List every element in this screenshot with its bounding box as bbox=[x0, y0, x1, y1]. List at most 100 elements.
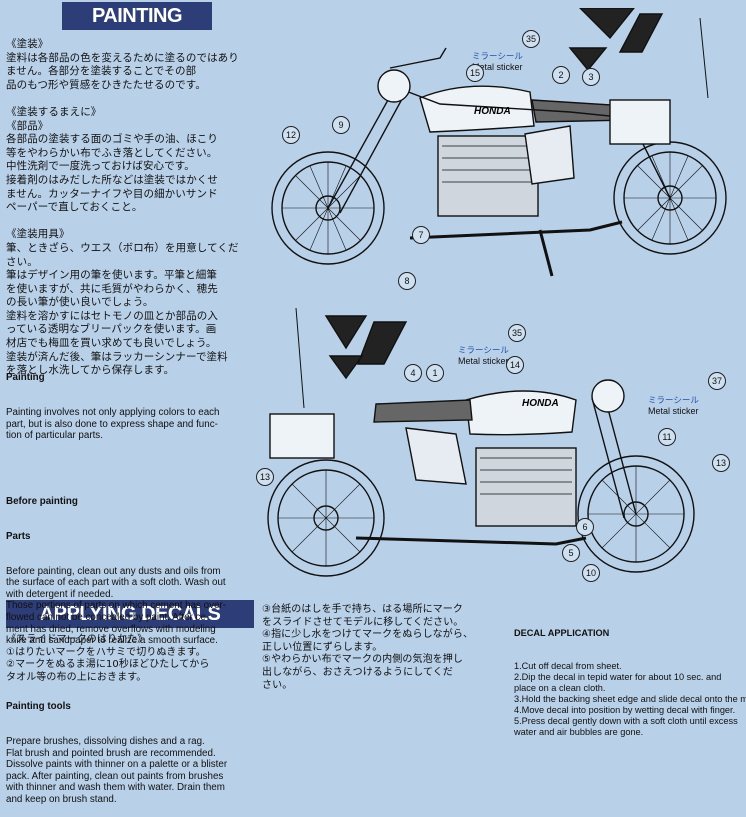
text-line: 塗料を溶かすにはセトモノの皿とか部品の入 bbox=[6, 309, 218, 322]
text-line bbox=[6, 215, 239, 229]
text-line: with thinner and wash them with water. D… bbox=[6, 782, 225, 794]
callout-35-top: 35 bbox=[522, 30, 540, 48]
decal-application-instructions: DECAL APPLICATION 1.Cut off decal from s… bbox=[514, 606, 746, 749]
text-line: part, but is also done to express shape … bbox=[6, 418, 218, 430]
text-line: the surface of each part with a soft clo… bbox=[6, 577, 226, 589]
text-line: Painting involves not only applying colo… bbox=[6, 406, 220, 418]
callout-6-bottom: 6 bbox=[576, 518, 594, 536]
english-painting-text: Painting Painting involves not only appl… bbox=[6, 349, 227, 817]
text-line: Dissolve paints with thinner on a palett… bbox=[6, 759, 228, 771]
motorcycle-right-illustration: HONDA bbox=[271, 7, 727, 277]
text-line: ①はりたいマークをハサミで切りぬきます。 bbox=[6, 646, 206, 658]
text-line: flowed can not be concealed by paint. Af… bbox=[6, 612, 210, 624]
decal-step: 4.Move decal into position by wetting de… bbox=[514, 705, 736, 715]
callout-13-bottom-left: 13 bbox=[256, 468, 274, 486]
applying-decals-section-title: APPLYING DECALS bbox=[6, 600, 254, 628]
decal-step: 3.Hold the backing sheet edge and slide … bbox=[514, 694, 746, 704]
painting-section-title: PAINTING bbox=[62, 2, 212, 30]
callout-11-bottom: 11 bbox=[658, 428, 676, 446]
text-line: Before painting, clean out any dusts and… bbox=[6, 565, 221, 577]
callout-1-bottom: 1 bbox=[426, 364, 444, 382]
text-line: tion of particular parts. bbox=[6, 430, 103, 442]
text-line: ④指に少し水をつけてマークをぬらしながら、 bbox=[262, 629, 474, 641]
decal-application-title: DECAL APPLICATION bbox=[514, 628, 610, 638]
text-line: 《部品》 bbox=[6, 119, 49, 132]
decal-instructions-jp-left: 《スライドマークのはりかた》①はりたいマークをハサミで切りぬきます。②マークをぬ… bbox=[6, 634, 210, 684]
text-line: 中性洗剤で一度洗っておけば安心です。 bbox=[6, 160, 195, 173]
text-line: 塗装が済んだ後、筆はラッカーシンナーで塗料 bbox=[6, 350, 228, 363]
callout-5-bottom: 5 bbox=[562, 544, 580, 562]
honda-logo: HONDA bbox=[474, 106, 511, 117]
text-line: を使いますが、共に毛質がやわらかく、穂先 bbox=[6, 282, 218, 295]
callout-37-bottom: 37 bbox=[708, 372, 726, 390]
text-line: 筆、ときざら、ウエス（ボロ布）を用意してくだ bbox=[6, 241, 239, 254]
text-line: ません。カッターナイフや目の細かいサンド bbox=[6, 187, 218, 200]
text-line: with detergent if needed. bbox=[6, 588, 114, 600]
text-line: さい。 bbox=[6, 255, 38, 268]
painting-tools-paragraph: Prepare brushes, dissolving dishes and a… bbox=[6, 736, 227, 806]
text-line: knife and sandpaper to realize a smooth … bbox=[6, 635, 218, 647]
callout-12-top: 12 bbox=[282, 126, 300, 144]
text-line: and keep on brush stand. bbox=[6, 793, 117, 805]
text-line: タオル等の布の上におきます。 bbox=[6, 671, 147, 683]
before-painting-heading: Before painting bbox=[6, 496, 78, 508]
text-line: 筆はデザイン用の筆を使います。平筆と細筆 bbox=[6, 269, 217, 282]
motorcycle-left-illustration: HONDA bbox=[267, 307, 695, 577]
decal-application-steps: 1.Cut off decal from sheet.2.Dip the dec… bbox=[514, 661, 746, 738]
callout-10-bottom: 10 bbox=[582, 564, 600, 582]
decal-step: 1.Cut off decal from sheet. bbox=[514, 661, 622, 671]
decal-instructions-jp-right: ③台紙のはしを手で持ち、はる場所にマークをスライドさせてモデルに移してください。… bbox=[262, 604, 473, 692]
callout-14-bottom: 14 bbox=[506, 356, 524, 374]
painting-tools-heading: Painting tools bbox=[6, 701, 71, 713]
text-line: 《塗装するまえに》 bbox=[6, 105, 102, 118]
callout-7-top: 7 bbox=[412, 226, 430, 244]
text-line: っている透明なブリーパックを使います。画 bbox=[6, 323, 217, 336]
decal-step: 5.Press decal gently down with a soft cl… bbox=[514, 716, 738, 726]
text-line bbox=[6, 92, 239, 106]
callout-15-top: 15 bbox=[466, 64, 484, 82]
callout-35-bottom: 35 bbox=[508, 324, 526, 342]
text-line: pack. After painting, clean out paints f… bbox=[6, 770, 224, 782]
text-line: ②マークをぬるま湯に10秒ほどひたしてから bbox=[6, 659, 210, 671]
text-line: 正しい位置にずらします。 bbox=[262, 641, 383, 653]
text-line: 等をやわらかい布でふき落としてください。 bbox=[6, 146, 218, 159]
decal-step: place on a clean cloth. bbox=[514, 683, 606, 693]
text-line: の長い筆が使い良いでしょう。 bbox=[6, 296, 154, 309]
text-line: 《スライドマークのはりかた》 bbox=[6, 634, 148, 645]
painting-heading: Painting bbox=[6, 372, 45, 384]
painting-paragraph: Painting involves not only applying colo… bbox=[6, 407, 227, 442]
text-line: 出しながら、おさえつけるようにしてくだ bbox=[262, 666, 453, 678]
text-line: 品のもつ形や質感をひきたたせるのです。 bbox=[6, 78, 206, 91]
callout-2-top: 2 bbox=[552, 66, 570, 84]
japanese-painting-text: 《塗装》塗料は各部品の色を変えるために塗るのではありません。各部分を塗装すること… bbox=[6, 38, 239, 378]
text-line: ment has dried, remove overflows with mo… bbox=[6, 623, 216, 635]
callout-8-top: 8 bbox=[398, 272, 416, 290]
callout-3-top: 3 bbox=[582, 68, 600, 86]
text-line: ません。各部分を塗装することでその部 bbox=[6, 65, 197, 78]
text-line: 塗料は各部品の色を変えるために塗るのではあり bbox=[6, 51, 239, 64]
callout-13-bottom-right: 13 bbox=[712, 454, 730, 472]
decal-step: 2.Dip the decal in tepid water for about… bbox=[514, 672, 722, 682]
parts-heading: Parts bbox=[6, 530, 31, 542]
before-painting-paragraph: Before painting, clean out any dusts and… bbox=[6, 566, 227, 647]
text-line: をスライドさせてモデルに移してください。 bbox=[262, 616, 464, 628]
text-line: 接着剤のはみだした所などは塗装ではかくせ bbox=[6, 173, 218, 186]
text-line: ③台紙のはしを手で持ち、はる場所にマーク bbox=[262, 604, 463, 615]
text-line: Those portions of parts on which cement … bbox=[6, 600, 226, 612]
decal-step: water and air bubbles are gone. bbox=[514, 727, 644, 737]
callout-9-top: 9 bbox=[332, 116, 350, 134]
text-line: Prepare brushes, dissolving dishes and a… bbox=[6, 736, 205, 747]
text-line: さい。 bbox=[262, 679, 293, 691]
text-line: ペーパーで直しておくこと。 bbox=[6, 201, 143, 214]
text-line: Flat brush and pointed brush are recomme… bbox=[6, 747, 216, 759]
callout-4-bottom: 4 bbox=[404, 364, 422, 382]
text-line: 《塗装用具》 bbox=[6, 228, 70, 241]
text-line: ⑤やわらかい布でマークの内側の気泡を押し bbox=[262, 654, 463, 666]
text-line: を落とし水洗してから保存します。 bbox=[6, 364, 175, 377]
text-line: 材店でも梅皿を買い求めても良いでしょう。 bbox=[6, 337, 217, 350]
